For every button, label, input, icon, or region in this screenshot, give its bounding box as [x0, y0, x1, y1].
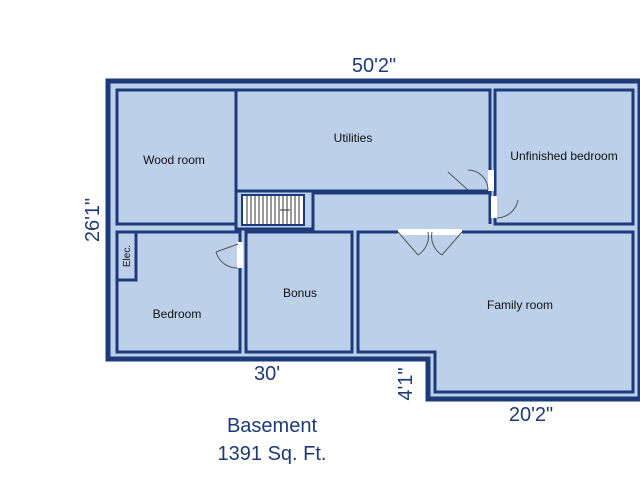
room-label-family-room: Family room [487, 298, 553, 312]
floor-name: Basement [227, 415, 317, 437]
dimension-top: 50'2" [352, 55, 396, 77]
room-label-unfinished-bedroom: Unfinished bedroom [510, 149, 617, 163]
room-label-elec: Elec. [122, 245, 133, 267]
dimension-bottom-right: 20'2" [509, 404, 553, 426]
dimension-left: 26'1" [82, 198, 104, 242]
room-label-utilities: Utilities [334, 131, 373, 145]
door-unfinished-bedroom [491, 196, 519, 219]
room-label-wood-room: Wood room [143, 153, 205, 167]
room-label-bonus: Bonus [283, 286, 317, 300]
family-room-area [356, 230, 635, 394]
bonus-area [244, 230, 354, 354]
stairs [241, 194, 305, 226]
wood-room-area [115, 88, 238, 226]
hall-wall [234, 191, 492, 231]
dimension-step: 4'1" [395, 367, 417, 400]
door-family-room [397, 229, 463, 256]
door-utilities [447, 169, 494, 191]
dimension-bottom-left: 30' [254, 363, 280, 385]
bedroom-area [115, 230, 242, 354]
room-label-bedroom: Bedroom [153, 307, 202, 321]
door-bedroom [215, 242, 243, 269]
floor-area: 1391 Sq. Ft. [218, 443, 327, 465]
stair-treads [246, 196, 300, 224]
